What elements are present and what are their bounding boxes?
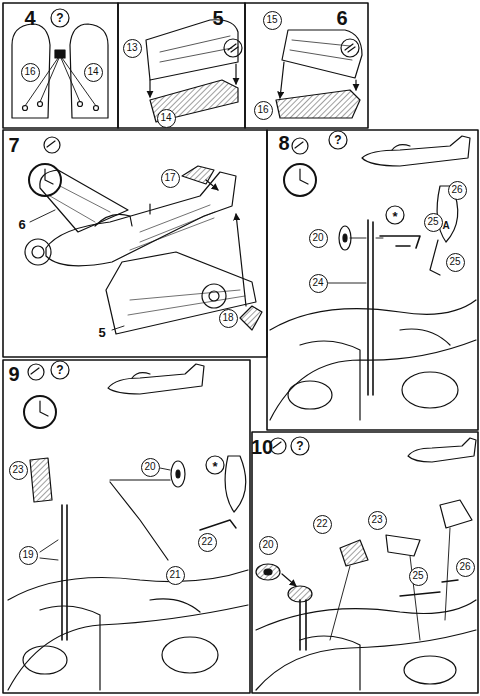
callout-number: 15: [266, 15, 277, 25]
landing-gear: [30, 456, 246, 640]
callout-number: 25: [427, 217, 438, 227]
panel-frame: [3, 3, 478, 693]
callout-circle: 15: [263, 11, 282, 30]
callout-number: 19: [22, 550, 33, 560]
port-wing: [30, 170, 128, 232]
callout-circle: 19: [19, 546, 38, 565]
landing-gear: [328, 186, 458, 395]
callout-circle: 25: [409, 567, 428, 586]
callout-circle: 25: [446, 253, 465, 272]
callout-circle: 23: [368, 511, 387, 530]
callout-number: 18: [222, 313, 233, 323]
step-number: 6: [336, 8, 347, 28]
sheet-mark: *: [212, 460, 217, 473]
callout-circle: 20: [141, 458, 160, 477]
callout-circle: 24: [309, 274, 328, 293]
clock-icon: [24, 164, 316, 428]
callout-number: 21: [169, 570, 180, 580]
sheet-mark: 6: [18, 218, 25, 231]
callout-number: 13: [126, 43, 137, 53]
callout-number: 26: [451, 185, 462, 195]
callout-number: 20: [262, 540, 273, 550]
aircraft-side-view: [408, 438, 476, 462]
callout-circle: 20: [259, 536, 278, 555]
callout-circle: 18: [219, 309, 238, 328]
callout-number: 22: [201, 537, 212, 547]
sheet-mark: A: [442, 221, 449, 231]
step-number: 9: [8, 364, 19, 384]
step-number: 10: [251, 437, 273, 457]
tailplane: [182, 166, 262, 330]
callout-number: 25: [412, 571, 423, 581]
sheet-mark: ?: [56, 12, 63, 24]
fin-halves: [12, 24, 108, 118]
callout-circle: 26: [448, 181, 467, 200]
callout-number: 16: [24, 67, 35, 77]
step-number: 5: [212, 8, 223, 28]
wing-halves: [276, 30, 362, 118]
sheet-mark: 5: [98, 326, 105, 339]
callout-circle: 14: [157, 109, 176, 128]
aircraft-fuselage: [25, 172, 236, 266]
callout-number: 24: [312, 278, 323, 288]
callout-circle: 16: [21, 63, 40, 82]
step-number: 8: [278, 133, 289, 153]
callout-circle: 25: [424, 213, 443, 232]
callout-circle: 13: [123, 39, 142, 58]
step-number: 4: [24, 8, 35, 28]
wing-underside: [256, 600, 476, 690]
callout-circle: 16: [254, 101, 273, 120]
sheet-mark: ?: [334, 134, 341, 146]
callout-circle: 26: [456, 558, 475, 577]
callout-circle: 21: [166, 566, 185, 585]
callout-number: 25: [449, 257, 460, 267]
callout-number: 23: [12, 465, 23, 475]
aircraft-side-view: [362, 136, 470, 166]
callout-circle: 23: [9, 461, 28, 480]
callout-circle: 14: [84, 63, 103, 82]
callout-number: 17: [164, 173, 175, 183]
callout-number: 16: [257, 105, 268, 115]
callout-number: 26: [459, 562, 470, 572]
callout-circle: 17: [161, 169, 180, 188]
callout-number: 14: [160, 113, 171, 123]
callout-number: 23: [371, 515, 382, 525]
starboard-wing: [106, 252, 256, 334]
callout-circle: 20: [309, 229, 328, 248]
callout-number: 22: [316, 519, 327, 529]
callout-circle: 22: [198, 533, 217, 552]
step-number: 7: [8, 135, 19, 155]
sheet-mark: ?: [296, 440, 303, 452]
callout-number: 20: [312, 233, 323, 243]
wing-underside: [8, 570, 248, 690]
aircraft-side-view: [108, 364, 204, 394]
callout-number: 14: [87, 67, 98, 77]
landing-gear: [256, 500, 472, 650]
callout-number: 20: [144, 462, 155, 472]
callout-circle: 22: [313, 515, 332, 534]
sheet-mark: ?: [56, 364, 63, 376]
instruction-icon: [28, 9, 404, 474]
sheet-mark: *: [392, 210, 397, 223]
wing-halves: [146, 20, 238, 122]
